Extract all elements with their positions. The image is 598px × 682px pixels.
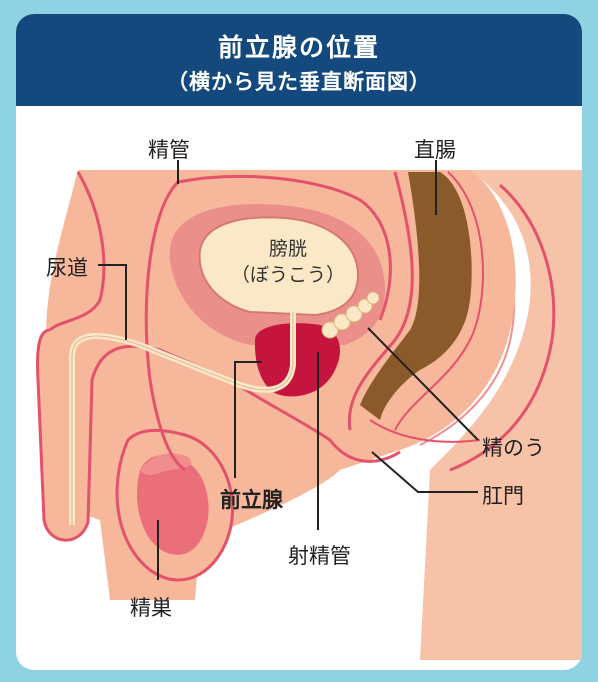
leader-zenritsusen — [234, 361, 262, 478]
anal-canal — [369, 419, 481, 443]
vas-deferens-line — [144, 180, 186, 472]
vas-deferens-upper — [177, 174, 392, 321]
urethra-outline — [71, 312, 294, 525]
label-bokou-line1: 膀胱 — [268, 238, 307, 260]
label-nyodo: 尿道 — [46, 256, 88, 280]
rectum-shape — [360, 172, 472, 420]
title-banner: 前立腺の位置 （横から見た垂直断面図） — [16, 14, 582, 106]
rectum-outline — [347, 171, 414, 431]
rectum-outline-outer — [394, 171, 484, 431]
label-shaseikan: 射精管 — [288, 544, 351, 568]
label-komon: 肛門 — [482, 484, 524, 508]
leader-komon — [371, 451, 478, 493]
testis-shape — [137, 455, 209, 555]
lower-body-outline — [229, 378, 401, 463]
bladder-shape — [198, 216, 360, 317]
buttock-outline — [449, 183, 556, 472]
subtitle: （横から見た垂直断面図） — [167, 70, 431, 94]
label-bokou-line2: （ぼうこう） — [230, 264, 345, 286]
label-seiso: 精巣 — [130, 596, 172, 620]
label-chokucho: 直腸 — [414, 138, 456, 162]
seminal-vesicle — [321, 291, 380, 339]
leader-lines — [98, 160, 479, 580]
epididymis-shape — [140, 453, 191, 475]
penis-shape — [36, 328, 231, 542]
pelvis-outline — [48, 171, 106, 332]
buttock-shape — [420, 170, 582, 660]
label-seinou: 精のう — [482, 436, 545, 460]
label-bokou: 膀胱 （ぼうこう） — [228, 236, 348, 288]
label-seikan: 精管 — [148, 138, 190, 162]
title: 前立腺の位置 — [217, 33, 380, 62]
leader-seinou — [367, 327, 479, 441]
leader-nyodo — [98, 264, 127, 340]
label-zenritsusen: 前立腺 — [220, 488, 283, 512]
